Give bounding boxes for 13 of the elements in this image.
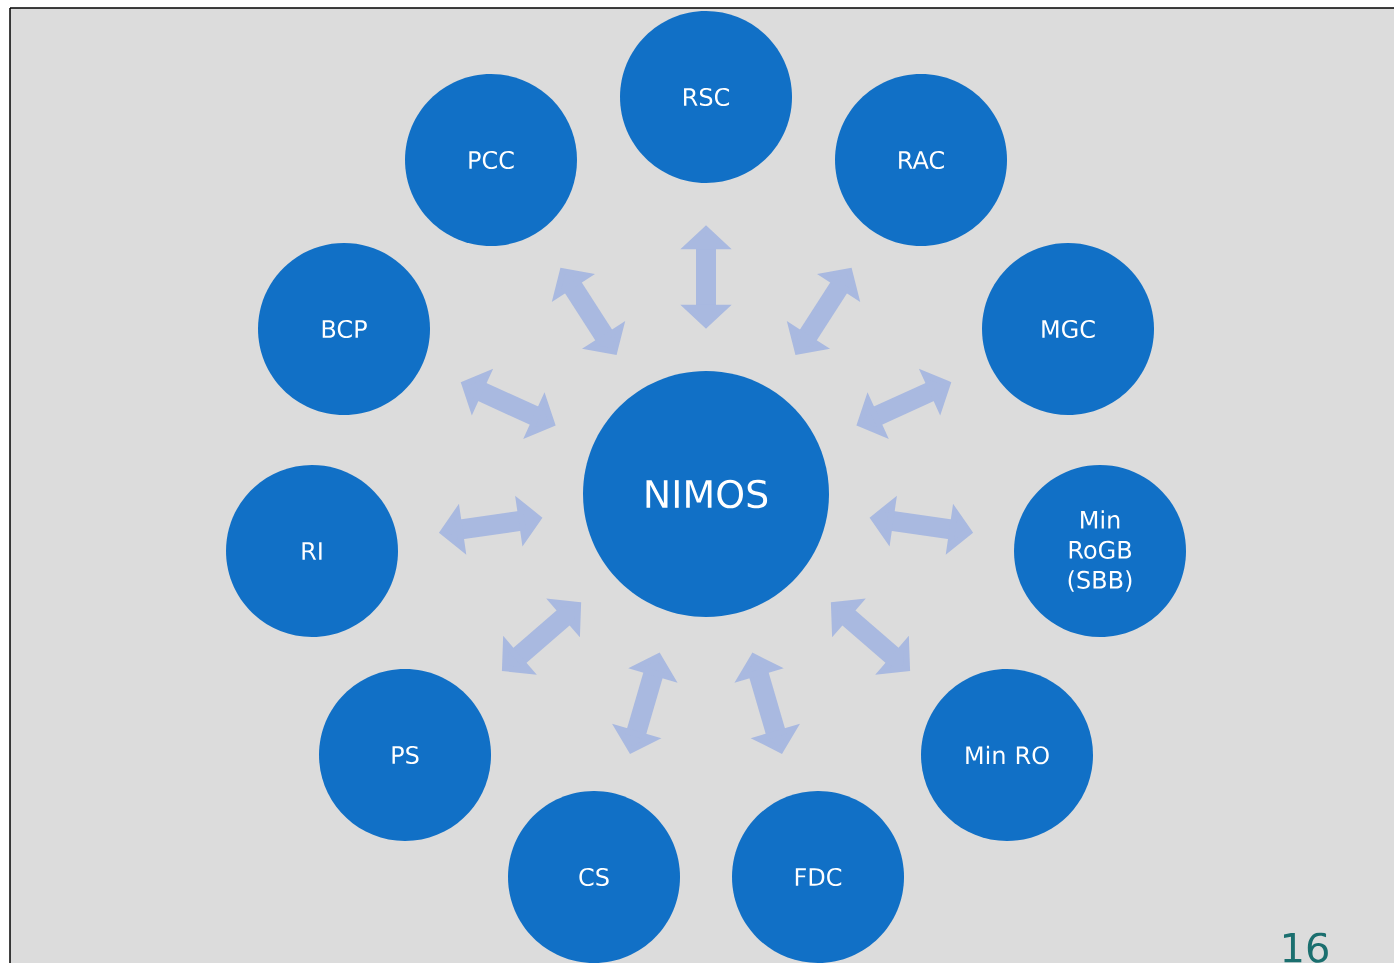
circle-node: BCP: [258, 243, 430, 415]
circle-node: RI: [226, 465, 398, 637]
circle-node: PS: [319, 669, 491, 841]
page-number: 16: [1283, 932, 1328, 963]
circle-node: NIMOS: [583, 371, 829, 617]
circle-node: RAC: [835, 74, 1007, 246]
circle-node: PCC: [405, 74, 577, 246]
circle-node: MGC: [982, 243, 1154, 415]
circle-node: CS: [508, 791, 680, 963]
circle-node: FDC: [732, 791, 904, 963]
circle-node: Min RoGB (SBB): [1014, 465, 1186, 637]
circle-node: Min RO: [921, 669, 1093, 841]
circle-node: RSC: [620, 11, 792, 183]
